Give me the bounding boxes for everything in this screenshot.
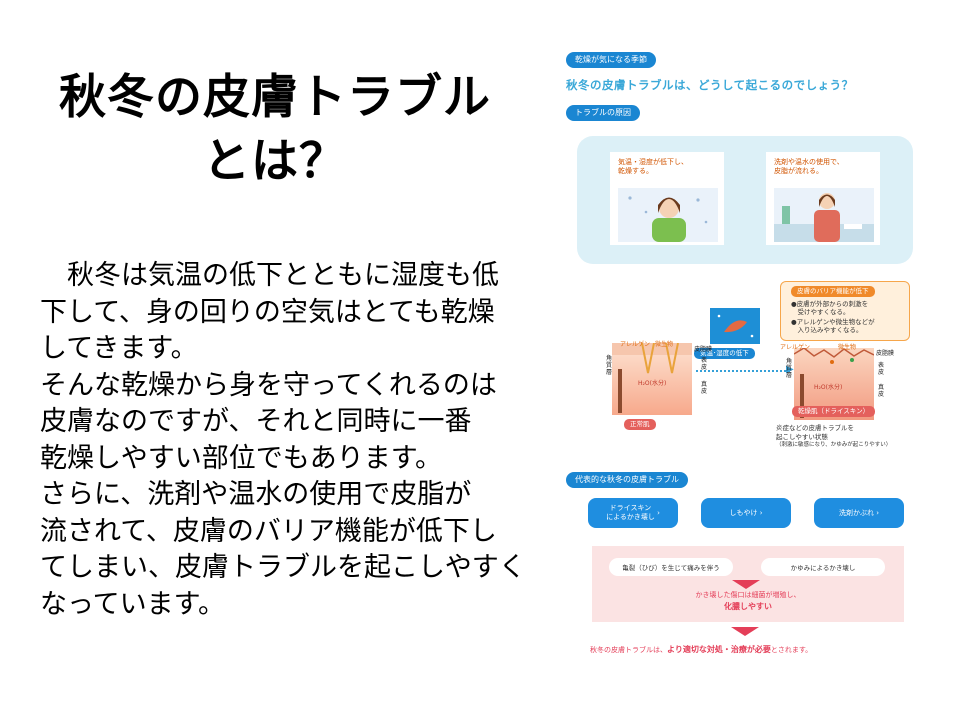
dry-skin-note-1: 炎症などの皮膚トラブルを	[776, 424, 854, 432]
cause-card-detergent: 洗剤や温水の使用で、 皮脂が流れる。	[766, 152, 880, 245]
skin-trouble-infographic: 乾燥が気になる季節 秋冬の皮膚トラブルは、どうして起こるのでしょう？ トラブルの…	[560, 52, 922, 672]
title-line-1: 秋冬の皮膚トラブル	[59, 70, 491, 125]
body-text: 秋冬は気温の低下とともに湿度も低 下して、身の回りの空気はとても乾燥 してきます…	[40, 258, 540, 623]
epidermis-label: 表 皮	[701, 357, 708, 371]
down-arrow-icon	[732, 580, 760, 589]
trouble-label: 洗剤かぶれ	[838, 508, 874, 517]
result-line-2: 化膿しやすい	[724, 602, 772, 611]
body-line: してきます。	[40, 333, 198, 364]
body-line: 流されて、皮膚のバリア機能が低下し	[40, 515, 497, 547]
sebum-label: 皮脂膜	[694, 346, 713, 353]
dry-skin-note-2: 起こしやすい状態	[776, 433, 828, 441]
result-scratch: かゆみによるかき壊し	[761, 558, 885, 576]
dermis-label: 真 皮	[878, 384, 885, 398]
normal-skin-diagram	[612, 342, 692, 415]
footer-note: 秋冬の皮膚トラブルは、より適切な対処・治療が必要とされます。	[590, 644, 812, 655]
body-line: てしまい、皮膚トラブルを起こしやすく	[40, 552, 526, 583]
body-line: そんな乾燥から身を守ってくれるのは	[40, 369, 497, 401]
stratum-label: 角 質 層	[786, 358, 793, 379]
flow-arrow	[696, 370, 790, 372]
result-line-1: かき壊した傷口は細菌が増殖し、	[695, 591, 801, 599]
microbe-label: 微生物	[838, 344, 857, 351]
microbe-label: 微生物	[655, 341, 674, 348]
dry-skin-tag: 乾燥肌（ドライスキン）	[792, 406, 876, 417]
trouble-label: しもやけ	[729, 508, 758, 517]
trouble-detergent-rash-button[interactable]: 洗剤かぶれ ›	[814, 498, 904, 528]
dryness-tag: 気温･湿度の低下	[694, 348, 755, 359]
trouble-dry-skin-button[interactable]: ドライスキン によるかき壊し ›	[588, 498, 678, 528]
body-line: さらに、洗剤や温水の使用で皮脂が	[40, 479, 472, 510]
washing-dishes-illustration	[774, 188, 874, 242]
allergen-label: アレルゲン	[620, 341, 651, 348]
arrow-head-icon: ▶	[786, 364, 794, 375]
body-line: 皮膚なのですが、それと同時に一番	[40, 406, 472, 437]
stratum-label: 角 質 層	[606, 355, 613, 376]
infographic-heading: 秋冬の皮膚トラブルは、どうして起こるのでしょう？	[566, 78, 854, 92]
cause-label: 洗剤や温水の使用で、 皮脂が流れる。	[774, 158, 844, 175]
footer-emphasis: より適切な対処・治療が必要	[667, 645, 771, 654]
typical-trouble-tag: 代表的な秋冬の皮膚トラブル	[566, 472, 688, 488]
dermis-label: 真 皮	[701, 381, 708, 395]
water-label: H₂O(水分)	[814, 384, 843, 391]
body-line: 下して、身の回りの空気はとても乾燥	[40, 296, 495, 328]
sebum-label: 皮脂膜	[876, 350, 895, 357]
title-line-2: とは？	[203, 134, 347, 189]
trouble-chilblains-button[interactable]: しもやけ ›	[701, 498, 791, 528]
woman-cold-illustration	[618, 188, 718, 242]
normal-skin-tag: 正常肌	[624, 419, 656, 430]
season-tag: 乾燥が気になる季節	[566, 52, 656, 68]
body-line: 秋冬は気温の低下とともに湿度も低	[40, 260, 499, 291]
barrier-title: 皮膚のバリア機能が低下	[791, 286, 875, 297]
cause-label: 気温・湿度が低下し、 乾燥する。	[618, 158, 688, 175]
cause-tag: トラブルの原因	[566, 105, 640, 121]
result-crack: 亀裂（ひび）を生じて痛みを伴う	[609, 558, 733, 576]
cause-panel: 気温・湿度が低下し、 乾燥する。 洗剤や温水の使用で、 皮脂が流れる。	[577, 136, 913, 264]
slide-title: 秋冬の皮膚トラブル とは？	[40, 66, 510, 194]
barrier-point-2: ●アレルゲンや微生物などが 入り込みやすくなる。	[791, 318, 875, 334]
body-line: なっています。	[40, 588, 225, 620]
result-panel: 亀裂（ひび）を生じて痛みを伴う かゆみによるかき壊し かき壊した傷口は細菌が増殖…	[592, 546, 904, 622]
allergen-label: アレルゲン	[780, 344, 811, 351]
barrier-box: 皮膚のバリア機能が低下 ●皮膚が外部からの刺激を 受けやすくなる。 ●アレルゲン…	[780, 281, 910, 341]
dry-skin-note-3: （刺激に敏感になり、かゆみが起こりやすい）	[776, 442, 892, 448]
footer-pre: 秋冬の皮膚トラブルは、	[590, 646, 667, 654]
footer-post: とされます。	[770, 646, 813, 654]
barrier-point-1: ●皮膚が外部からの刺激を 受けやすくなる。	[791, 300, 869, 316]
water-label: H₂O(水分)	[638, 380, 667, 387]
trouble-label: ドライスキン によるかき壊し	[606, 504, 655, 521]
cause-card-dry-air: 気温・湿度が低下し、 乾燥する。	[610, 152, 724, 245]
body-line: 乾燥しやすい部位でもあります。	[40, 442, 443, 474]
epidermis-label: 表 皮	[878, 362, 885, 376]
dry-air-icon	[710, 308, 760, 344]
down-arrow-icon	[731, 627, 759, 636]
